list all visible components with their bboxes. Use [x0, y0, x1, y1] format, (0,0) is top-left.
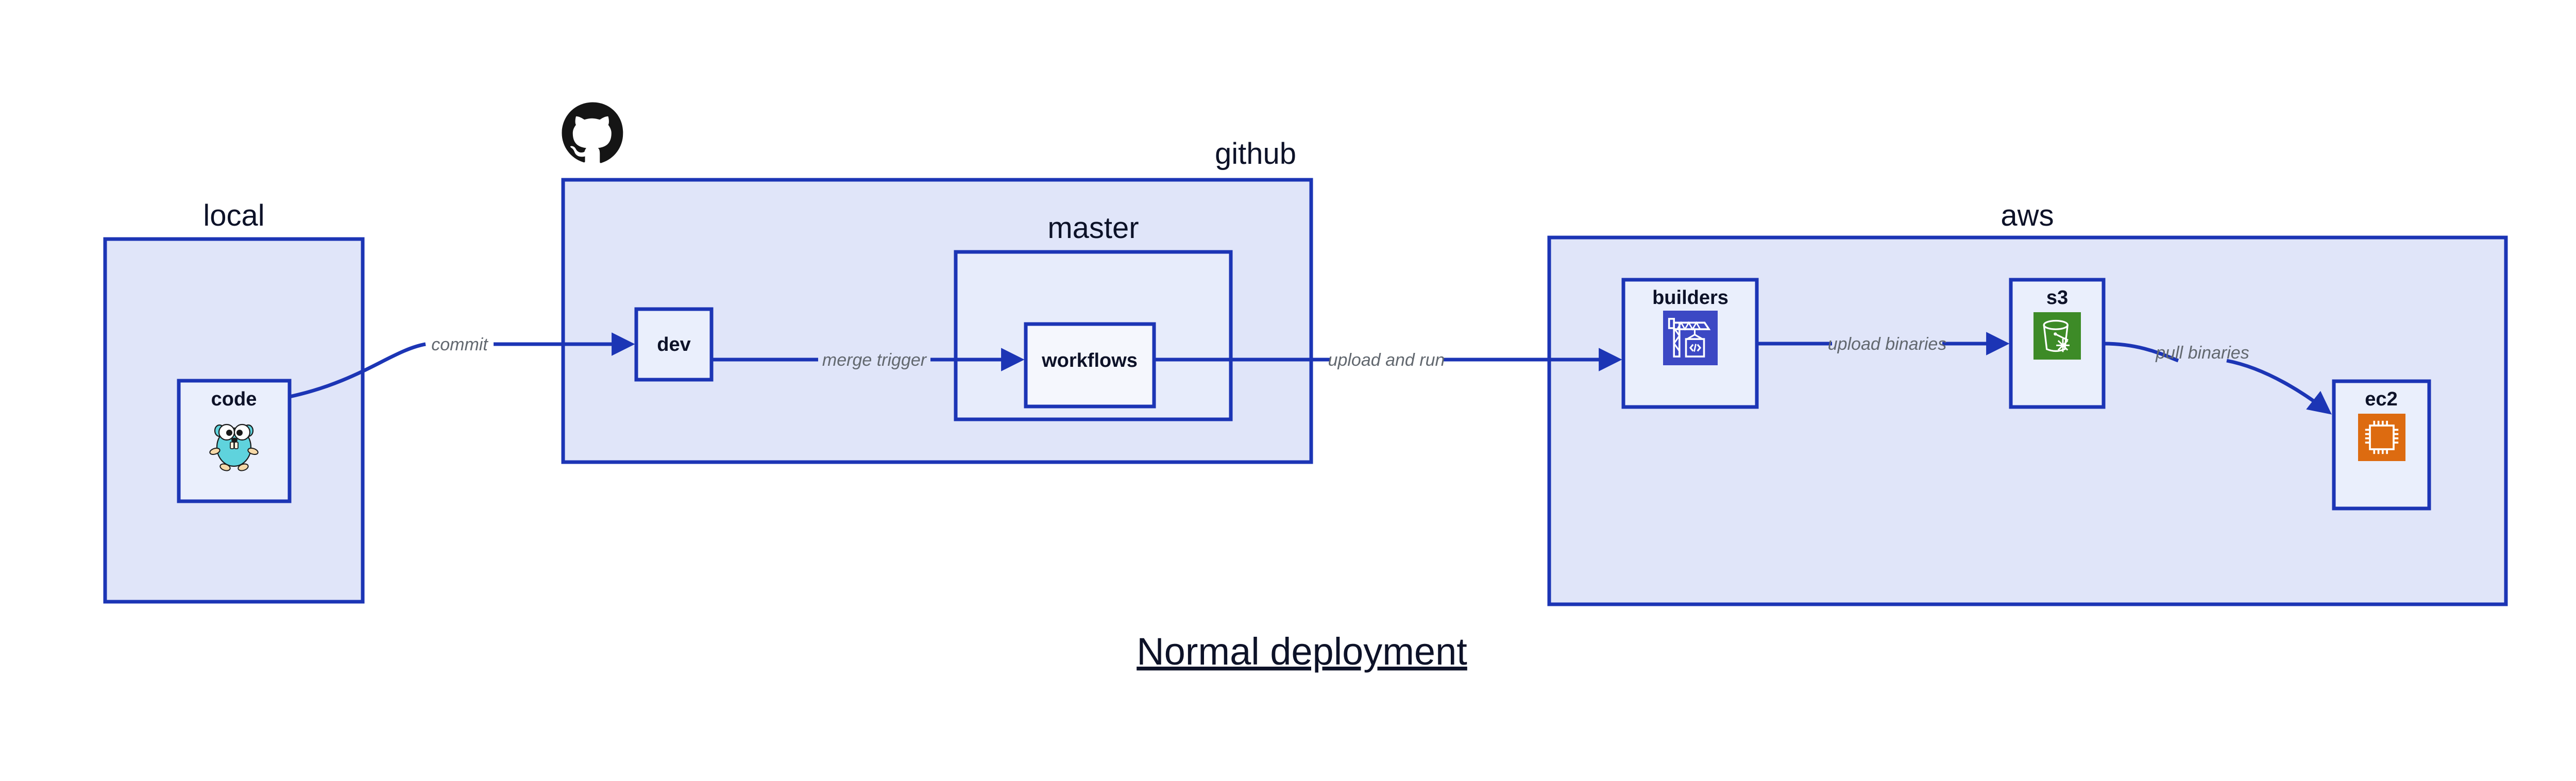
edge-upload-binaries: upload binaries — [1757, 332, 2010, 355]
edge-upload-binaries-label: upload binaries — [1828, 334, 1947, 354]
group-local-label: local — [203, 199, 264, 232]
edge-pull-binaries-label: pull binaries — [2155, 343, 2249, 363]
github-octocat-icon — [562, 102, 623, 163]
edge-commit-label: commit — [431, 335, 488, 354]
node-workflows-rect[interactable] — [1024, 322, 1156, 409]
node-ec2-label: ec2 — [2365, 388, 2397, 410]
diagram-title: Normal deployment — [1137, 630, 1467, 673]
edge-commit: commit — [289, 332, 635, 399]
node-ec2[interactable]: ec2 — [2332, 379, 2431, 511]
node-builders[interactable]: builders — [1621, 278, 1759, 409]
group-github-label: github — [1215, 137, 1296, 171]
node-dev-label: dev — [657, 334, 690, 355]
edge-upload-and-run-label: upload and run — [1328, 350, 1445, 370]
edge-merge-trigger: merge trigger — [711, 348, 1025, 371]
aws-s3-glacier-icon — [2032, 311, 2082, 361]
edge-pull-binaries-curve-a — [2103, 342, 2179, 363]
edge-upload-and-run: upload and run — [1154, 348, 1622, 371]
edge-merge-trigger-label: merge trigger — [822, 350, 927, 370]
node-workflows-label: workflows — [1041, 350, 1138, 371]
node-workflows[interactable]: workflows — [1024, 322, 1156, 409]
subgroup-master-label: master — [1047, 211, 1139, 245]
edge-commit-curve — [289, 342, 426, 399]
aws-ec2-icon — [2357, 413, 2406, 462]
group-aws-label: aws — [2001, 199, 2054, 232]
node-s3-label: s3 — [2046, 287, 2068, 309]
aws-codebuild-icon — [1662, 310, 1719, 366]
node-code[interactable]: code — [177, 379, 292, 503]
edge-pull-binaries: pull binaries — [2103, 342, 2332, 415]
node-s3[interactable]: s3 — [2009, 278, 2106, 409]
node-dev-rect[interactable] — [634, 307, 714, 382]
node-builders-label: builders — [1652, 287, 1728, 309]
node-dev[interactable]: dev — [634, 307, 714, 382]
edge-pull-binaries-curve-b — [2226, 359, 2332, 415]
node-code-label: code — [211, 388, 257, 410]
